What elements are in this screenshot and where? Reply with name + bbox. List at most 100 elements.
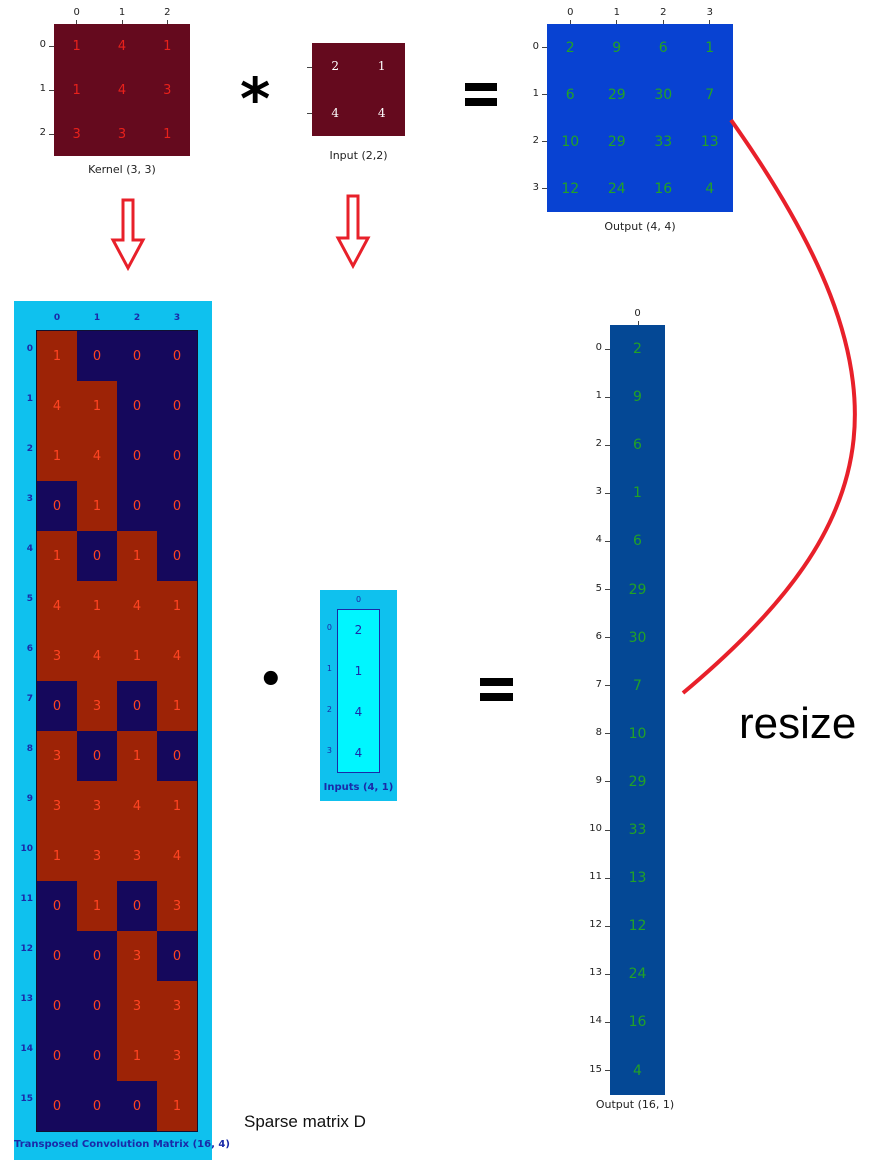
matrix-cell: 12: [628, 918, 647, 935]
matrix-cell: 1: [157, 681, 197, 731]
matrix-cell: 0: [37, 481, 77, 531]
input-area: [312, 43, 405, 136]
matrix-cell: 4: [37, 381, 77, 431]
row-tick-label: 4: [26, 544, 33, 554]
row-tick-mark: [605, 492, 610, 494]
matrix-cell: 29: [628, 581, 647, 598]
matrix-cell: 4: [157, 831, 197, 881]
matrix-cell: 6: [633, 437, 642, 454]
matrix-cell: 0: [37, 1081, 77, 1131]
matrix-cell: 7: [705, 86, 715, 103]
matrix-cell: 0: [117, 681, 157, 731]
row-tick-label: 12: [20, 944, 33, 954]
row-tick-label: 15: [589, 1063, 602, 1075]
row-tick-label: 1: [532, 87, 539, 99]
matrix-cell: 13: [628, 870, 647, 887]
row-tick-label: 13: [20, 994, 33, 1004]
matrix-cell: 24: [607, 180, 626, 197]
matrix-cell: 3: [117, 931, 157, 981]
col-tick-mark: [637, 321, 639, 325]
matrix-cell: 7: [633, 677, 642, 694]
matrix-cell: 1: [77, 481, 117, 531]
matrix-cell: 2: [354, 622, 363, 637]
input-caption: Input (2,2): [329, 149, 388, 162]
col-tick-label: 0: [634, 308, 641, 319]
matrix-cell: 29: [607, 133, 626, 150]
matrix-cell: 3: [72, 126, 81, 142]
matrix-cell: 1: [77, 381, 117, 431]
matrix-cell: 1: [117, 1031, 157, 1081]
matrix-cell: 0: [77, 331, 117, 381]
row-tick-mark: [605, 829, 610, 831]
row-tick-label: 11: [20, 894, 33, 904]
matrix-cell: 0: [157, 531, 197, 581]
matrix-cell: 4: [705, 180, 715, 197]
row-tick-label: 14: [20, 1044, 33, 1054]
matrix-cell: 1: [37, 831, 77, 881]
row-tick-label: 6: [595, 630, 602, 642]
row-tick-mark: [542, 47, 547, 48]
col-tick-label: 1: [118, 7, 126, 18]
matrix-cell: 4: [157, 631, 197, 681]
row-tick-label: 2: [326, 704, 332, 714]
row-tick-label: 2: [39, 127, 46, 138]
matrix-cell: 1: [117, 731, 157, 781]
matrix-cell: 4: [354, 745, 363, 760]
matrix-cell: 4: [117, 82, 127, 98]
col-tick-mark: [121, 20, 123, 24]
inputs-area: [337, 609, 380, 773]
output-vector-caption: Output (16, 1): [595, 1098, 675, 1111]
row-tick-label: 6: [26, 644, 33, 654]
col-tick-label: 1: [613, 7, 620, 18]
row-tick-label: 7: [595, 678, 602, 690]
matrix-cell: 1: [377, 59, 386, 74]
matrix-cell: 4: [117, 38, 127, 54]
matrix-cell: 0: [157, 481, 197, 531]
row-tick-mark: [49, 89, 54, 91]
matrix-cell: 1: [117, 531, 157, 581]
row-tick-mark: [49, 133, 54, 135]
row-tick-label: 1: [595, 390, 602, 402]
matrix-cell: 0: [117, 481, 157, 531]
matrix-cell: 0: [157, 931, 197, 981]
matrix-cell: 1: [72, 82, 81, 98]
col-tick-mark: [76, 20, 78, 24]
matrix-cell: 33: [628, 822, 647, 839]
row-tick-label: 13: [589, 967, 602, 979]
col-tick-mark: [569, 20, 571, 24]
matrix-cell: 1: [37, 531, 77, 581]
matrix-cell: 0: [77, 531, 117, 581]
matrix-cell: 3: [77, 831, 117, 881]
row-tick-mark: [307, 113, 312, 114]
matrix-cell: 0: [117, 881, 157, 931]
kernel-caption: Kernel (3, 3): [88, 163, 156, 176]
matrix-cell: 0: [77, 981, 117, 1031]
row-tick-mark: [307, 67, 312, 68]
col-tick-mark: [166, 20, 168, 24]
row-tick-label: 2: [26, 444, 33, 454]
row-tick-label: 1: [39, 83, 46, 94]
row-tick-mark: [605, 685, 610, 687]
matrix-cell: 33: [654, 133, 673, 150]
matrix-cell: 4: [77, 631, 117, 681]
row-tick-label: 15: [20, 1094, 33, 1104]
matrix-cell: 10: [561, 133, 580, 150]
row-tick-label: 2: [532, 134, 539, 146]
row-tick-label: 5: [595, 582, 602, 594]
matrix-cell: 0: [117, 381, 157, 431]
matrix-cell: 0: [117, 331, 157, 381]
col-tick-label: 2: [133, 313, 141, 323]
row-tick-mark: [605, 925, 610, 927]
down-arrow-input: [335, 194, 371, 270]
row-tick-label: 3: [532, 181, 539, 193]
col-tick-mark: [709, 20, 711, 24]
matrix-cell: 1: [705, 39, 715, 56]
matrix-cell: 3: [37, 781, 77, 831]
col-tick-label: 3: [173, 313, 181, 323]
col-tick-mark: [662, 20, 664, 24]
output-vector-area: [610, 325, 665, 1095]
matrix-cell: 0: [77, 1031, 117, 1081]
matrix-cell: 1: [157, 1081, 197, 1131]
row-tick-mark: [542, 94, 547, 95]
